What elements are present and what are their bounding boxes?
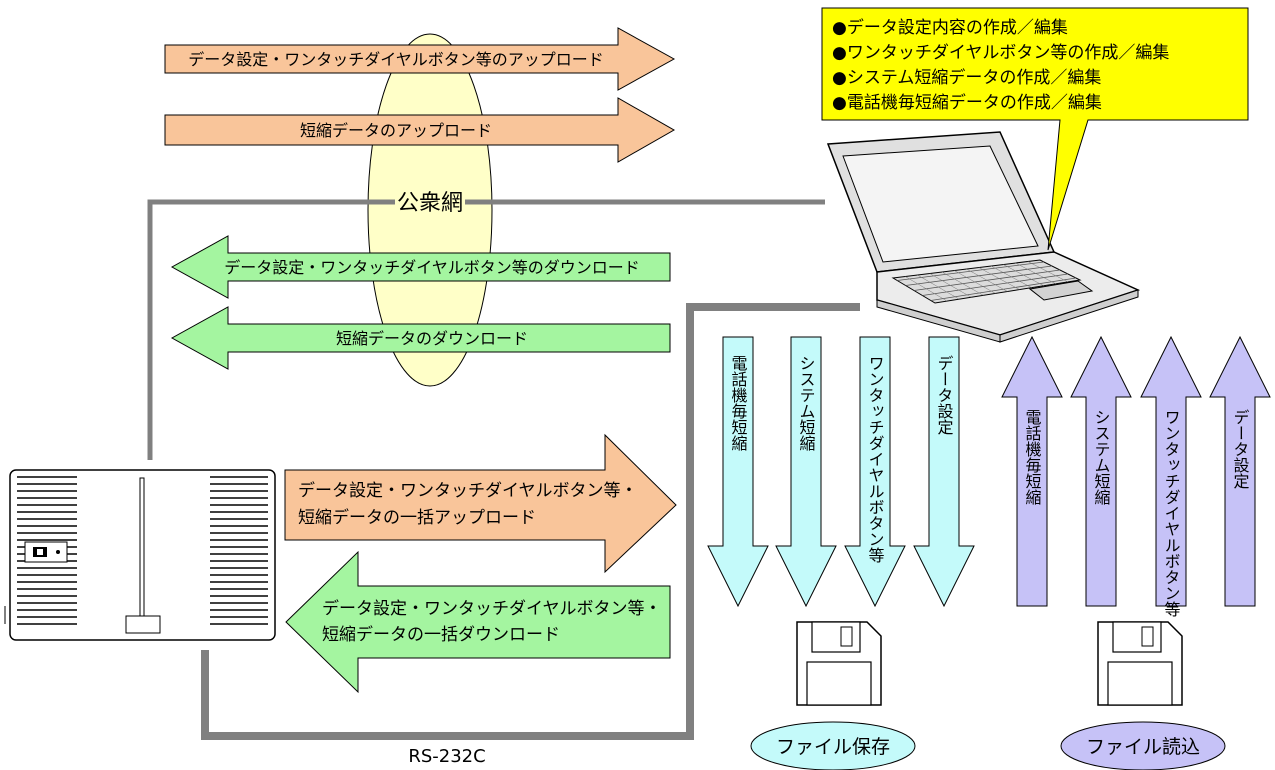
- file-load-label: ファイル読込: [1086, 736, 1200, 758]
- pbx-vents-left: [17, 476, 77, 625]
- pbx-main-unit: [9, 469, 276, 641]
- laptop-touchpad: [1028, 280, 1094, 301]
- download-speed-label: 短縮データのダウンロード: [336, 329, 528, 348]
- save-arrow-2: システム短縮: [775, 336, 837, 608]
- upload-settings-label: データ設定・ワンタッチダイヤルボタン等のアップロード: [188, 50, 604, 69]
- load-arrow-3-label: ワンタッチダイヤルボタン等: [1162, 409, 1181, 617]
- save-arrow-2-label: システム短縮: [797, 355, 816, 451]
- save-arrow-1: 電話機毎短縮: [707, 336, 769, 608]
- rs232c-cable-line: [201, 303, 860, 740]
- load-arrow-2: システム短縮: [1070, 335, 1132, 607]
- file-save-arrows: 電話機毎短縮 システム短縮 ワンタッチダイヤルボタン等 データ設定: [707, 336, 975, 608]
- laptop-computer-icon: [826, 131, 1141, 343]
- upload-speed-arrow: 短縮データのアップロード: [164, 97, 676, 163]
- save-arrow-3: ワンタッチダイヤルボタン等: [844, 336, 906, 608]
- load-arrow-4-label: データ設定: [1231, 409, 1250, 489]
- load-arrow-1: 電話機毎短縮: [1001, 335, 1063, 607]
- download-settings-arrow: データ設定・ワンタッチダイヤルボタン等のダウンロード: [170, 235, 671, 299]
- pbx-vents-right: [210, 476, 268, 625]
- callout-line-1: ●データ設定内容の作成／編集: [832, 17, 1068, 38]
- bulk-download-label-line2: 短縮データの一括ダウンロード: [322, 624, 560, 645]
- bulk-upload-label-line1: データ設定・ワンタッチダイヤルボタン等・: [298, 480, 638, 501]
- bulk-upload-label-line2: 短縮データの一括アップロード: [298, 507, 536, 528]
- save-arrow-1-label: 電話機毎短縮: [729, 355, 748, 451]
- file-load-ellipse: [1060, 721, 1226, 770]
- file-save-label: ファイル保存: [776, 736, 890, 758]
- laptop-screen: [842, 145, 1039, 263]
- floppy-disk-icon: [796, 621, 882, 706]
- callout-line-2: ●ワンタッチダイヤルボタン等の作成／編集: [832, 43, 1169, 63]
- load-arrow-2-label: システム短縮: [1092, 409, 1111, 505]
- save-arrow-4: データ設定: [913, 336, 975, 608]
- file-save-ellipse: [750, 721, 916, 770]
- upload-settings-arrow: データ設定・ワンタッチダイヤルボタン等のアップロード: [164, 27, 676, 91]
- pbx-led-icon: [56, 550, 60, 554]
- load-arrow-3: ワンタッチダイヤルボタン等: [1140, 335, 1202, 617]
- load-arrow-1-label: 電話機毎短縮: [1023, 409, 1042, 505]
- network-connection-line: [147, 199, 825, 460]
- download-speed-arrow: 短縮データのダウンロード: [170, 306, 671, 370]
- feature-callout: ●データ設定内容の作成／編集 ●ワンタッチダイヤルボタン等の作成／編集 ●システ…: [821, 7, 1249, 251]
- callout-line-4: ●電話機毎短縮データの作成／編集: [832, 92, 1102, 113]
- floppy-disk-icon: [1097, 621, 1183, 706]
- bulk-upload-arrow: データ設定・ワンタッチダイヤルボタン等・ 短縮データの一括アップロード: [284, 433, 677, 574]
- public-network-label: 公衆網: [397, 191, 463, 216]
- load-arrow-4: データ設定: [1209, 335, 1271, 607]
- save-arrow-4-label: データ設定: [935, 355, 954, 435]
- laptop-keys: [897, 261, 1077, 302]
- callout-line-3: ●システム短縮データの作成／編集: [832, 67, 1101, 88]
- bulk-download-arrow: データ設定・ワンタッチダイヤルボタン等・ 短縮データの一括ダウンロード: [285, 550, 671, 694]
- file-load-arrows: 電話機毎短縮 システム短縮 ワンタッチダイヤルボタン等 データ設定: [1001, 335, 1271, 617]
- public-network-label-bg: [395, 186, 465, 218]
- download-settings-label: データ設定・ワンタッチダイヤルボタン等のダウンロード: [224, 258, 640, 277]
- save-arrow-3-label: ワンタッチダイヤルボタン等: [866, 355, 885, 563]
- rs232c-label: RS-232C: [408, 746, 485, 767]
- bulk-download-label-line1: データ設定・ワンタッチダイヤルボタン等・: [322, 598, 662, 619]
- pbx-bottom-port: [125, 615, 161, 634]
- upload-speed-label: 短縮データのアップロード: [300, 121, 492, 140]
